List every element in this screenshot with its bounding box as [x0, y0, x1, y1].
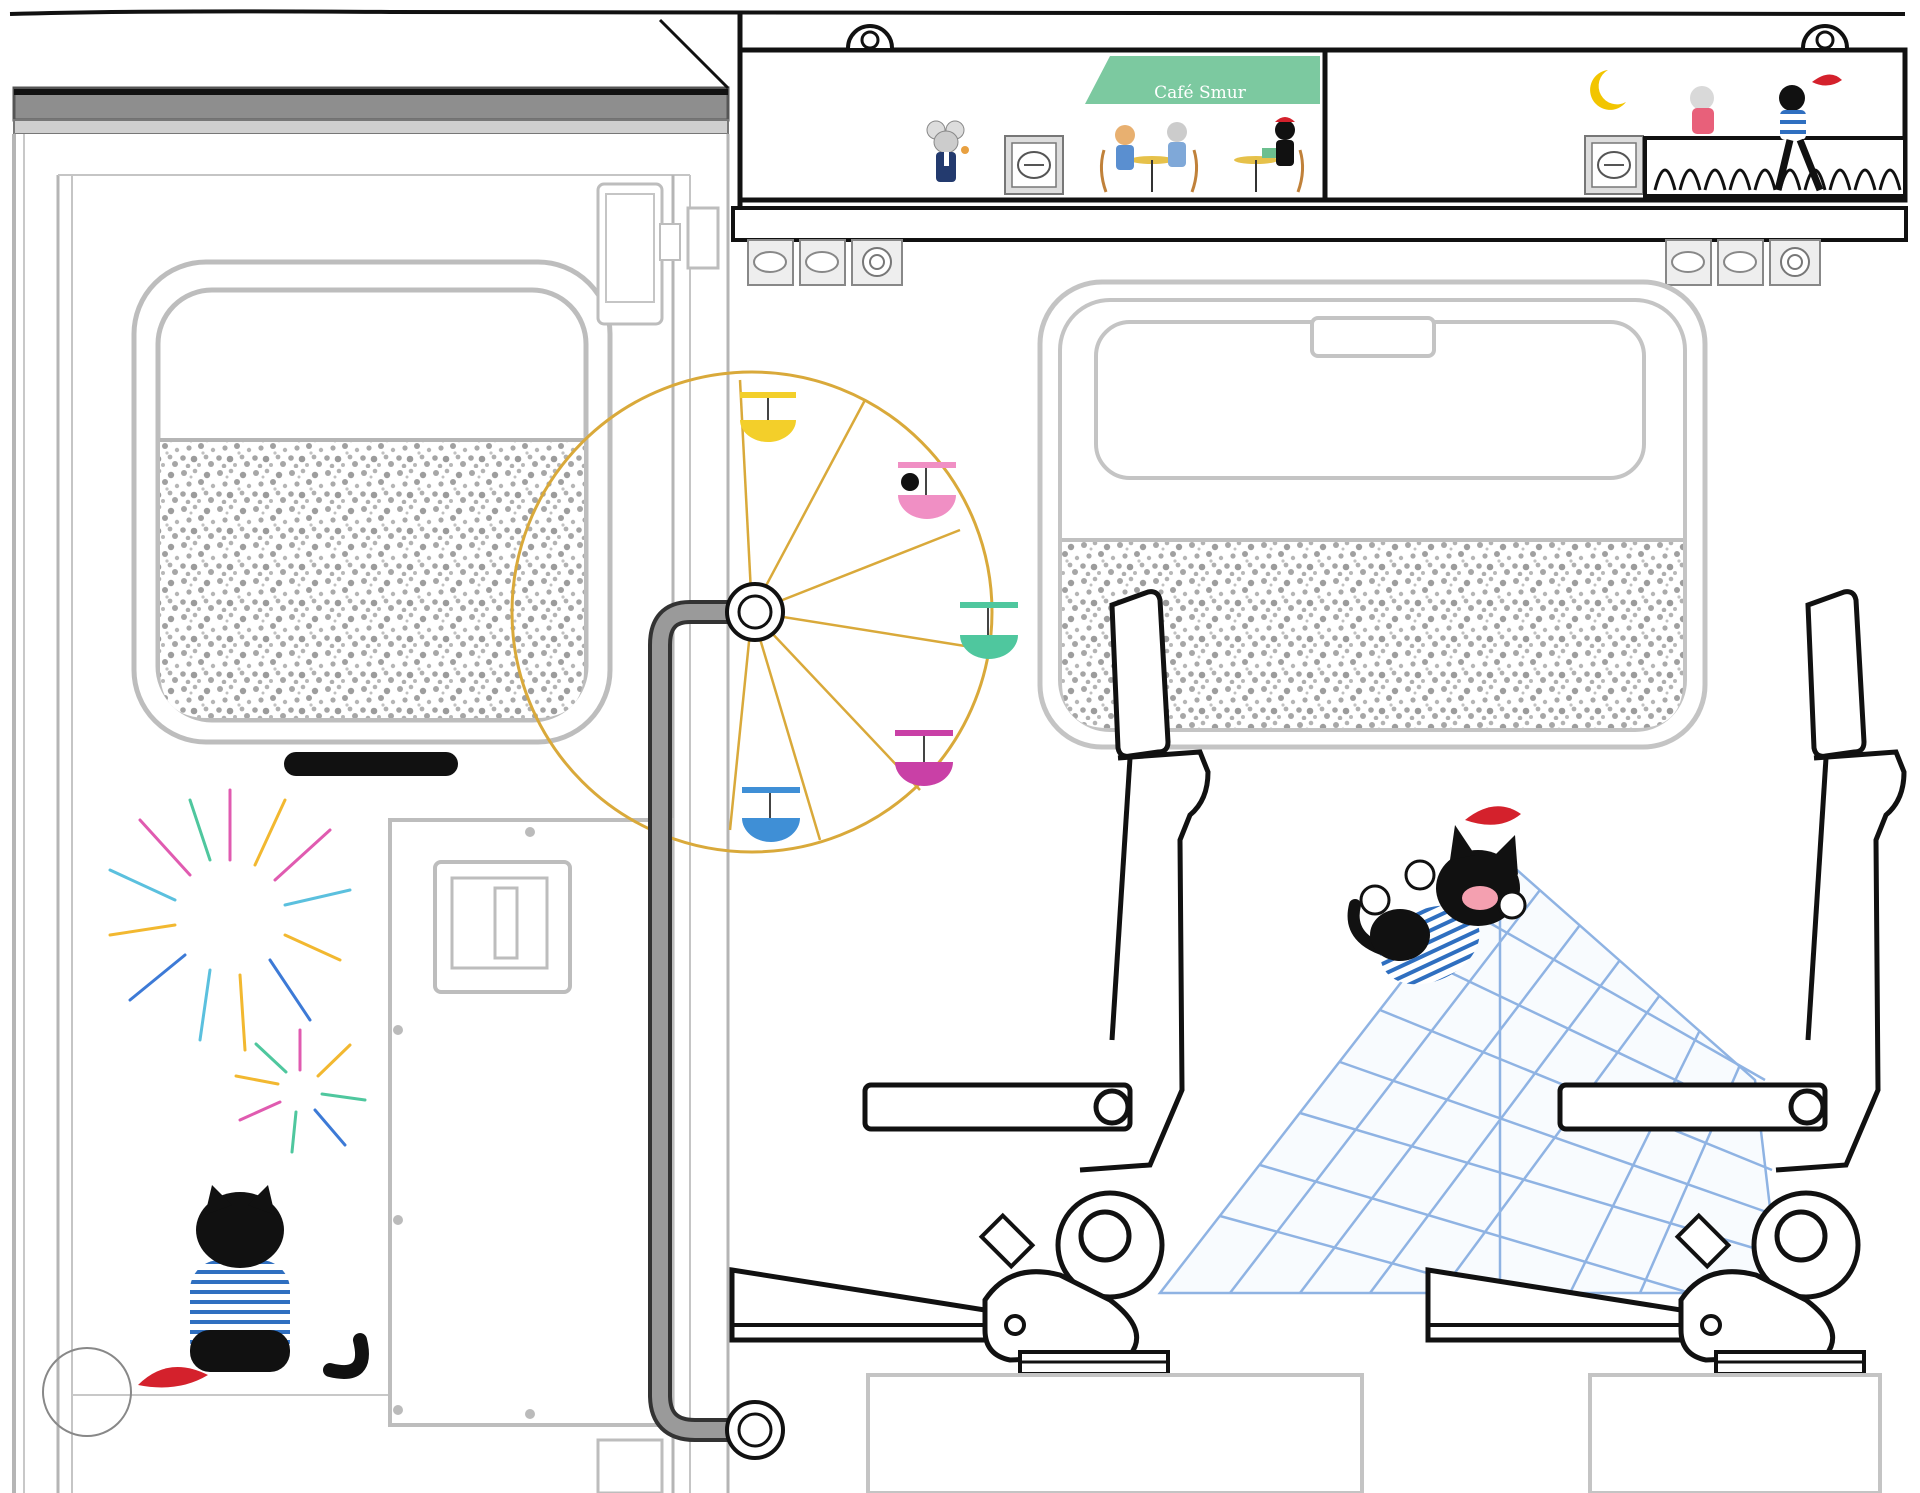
- reading-light[interactable]: [1665, 239, 1821, 286]
- cat-icon: [190, 1185, 369, 1379]
- passenger-seat[interactable]: [729, 589, 1364, 1493]
- door-bottom-latch: [596, 1438, 664, 1493]
- carriage-window: [1037, 279, 1708, 750]
- beret-icon: [138, 1367, 208, 1388]
- door-window: [131, 259, 613, 745]
- cat-icon: [1115, 117, 1295, 170]
- reading-light[interactable]: [747, 239, 903, 286]
- ferris-gondola: [898, 462, 956, 519]
- window-latch[interactable]: [1310, 316, 1436, 358]
- power-socket-icon: [1584, 135, 1644, 195]
- cafe-chair: [1099, 149, 1305, 193]
- balcony-illustration: [1584, 70, 1907, 198]
- door-handle-slot[interactable]: [284, 752, 458, 776]
- ferris-gondola: [960, 602, 1018, 659]
- passenger-seat[interactable]: [1425, 589, 1907, 1493]
- ferris-wheel-icon: [510, 370, 1018, 854]
- balcony-railing: [1643, 136, 1907, 198]
- cat-icon: [1690, 85, 1824, 192]
- ferris-gondola: [740, 392, 796, 442]
- rack-clip: [846, 24, 1849, 50]
- floor-circle-marker: [42, 1347, 132, 1437]
- crescent-moon-icon: [1590, 70, 1626, 110]
- cafe-illustration: Café Smur: [926, 56, 1320, 195]
- train-door[interactable]: [12, 134, 730, 1493]
- fireworks-icon: [108, 788, 367, 1154]
- beret-icon: [1812, 74, 1842, 86]
- cafe-awning: Café Smur: [1085, 56, 1320, 104]
- door-latch[interactable]: [596, 182, 720, 326]
- access-panel[interactable]: [388, 818, 674, 1427]
- mouse-icon: [926, 120, 969, 182]
- cafe-table: [1130, 156, 1278, 192]
- ferris-gondola: [742, 787, 800, 842]
- cat-icon: [1347, 825, 1527, 985]
- ferris-gondola: [895, 730, 953, 786]
- beret-icon: [1465, 806, 1521, 825]
- power-socket-icon: [1004, 135, 1064, 195]
- grab-handle[interactable]: [648, 582, 785, 1460]
- cafe-sign: Café Smur: [1154, 83, 1247, 103]
